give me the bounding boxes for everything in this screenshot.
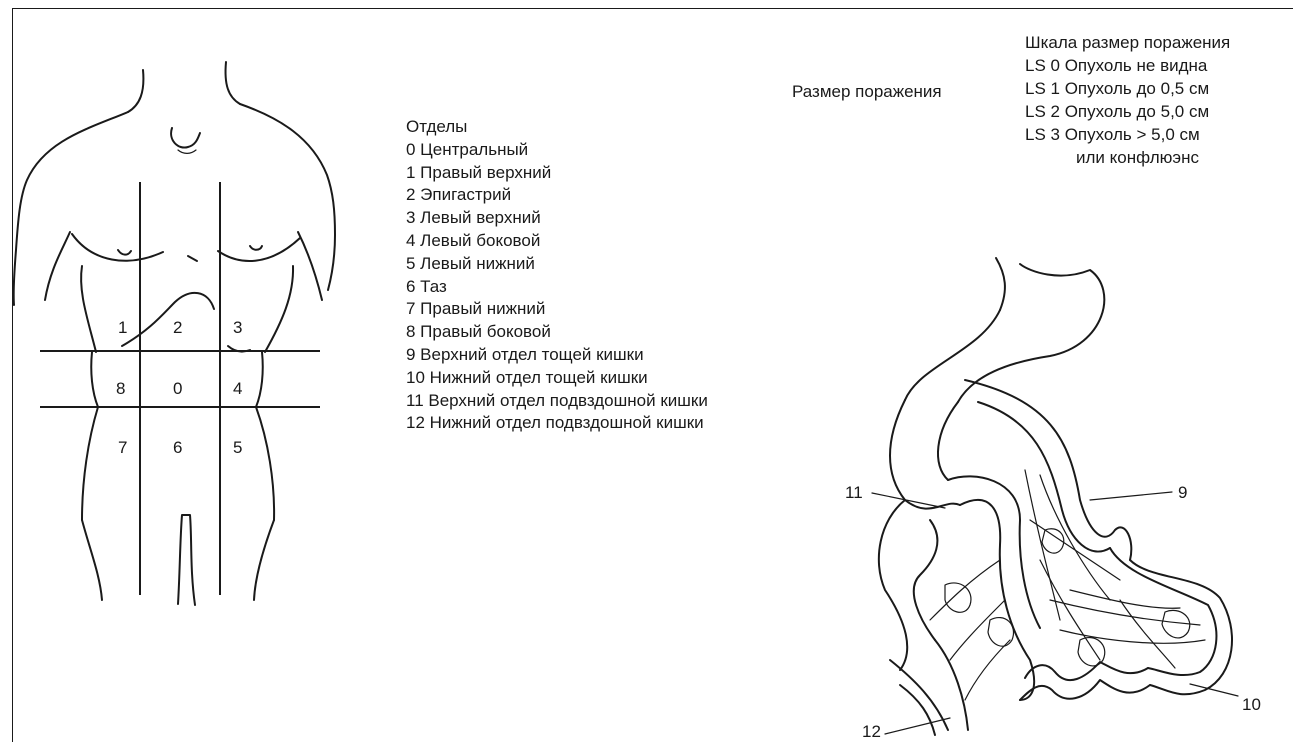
- callout-line-11: [872, 493, 945, 508]
- terminal-ileum-outer: [890, 660, 948, 730]
- left-nipple: [118, 250, 131, 255]
- mesentery-arcade: [988, 618, 1013, 647]
- mesentery-vessel: [1070, 590, 1180, 608]
- section-item: 10 Нижний отдел тощей кишки: [406, 367, 708, 390]
- lesion-size-label: Размер поражения: [792, 82, 942, 102]
- right-shoulder-arm: [240, 104, 335, 290]
- mesentery-vessel: [1050, 600, 1200, 625]
- lesion-scale-item: LS 2 Опухоль до 5,0 см: [1025, 100, 1230, 123]
- region-number: 6: [173, 438, 182, 458]
- right-nipple: [250, 246, 262, 250]
- left-torso-side: [81, 266, 96, 352]
- neck-left: [128, 70, 143, 112]
- section-item: 11 Верхний отдел подвздошной кишки: [406, 390, 708, 413]
- right-leg: [254, 520, 274, 600]
- section-item: 3 Левый верхний: [406, 207, 708, 230]
- lesion-scale-item: LS 0 Опухоль не видна: [1025, 54, 1230, 77]
- mesentery-arcade: [945, 583, 971, 612]
- section-item: 8 Правый боковой: [406, 321, 708, 344]
- duodenum-inner: [938, 402, 958, 480]
- right-torso-side: [265, 266, 293, 352]
- left-leg: [82, 520, 102, 600]
- ileum-inner: [948, 476, 1040, 628]
- terminal-ileum-inner: [900, 685, 935, 735]
- sternal-notch: [171, 128, 200, 148]
- callout-label-10: 10: [1242, 695, 1261, 715]
- callout-label-12: 12: [862, 722, 881, 742]
- region-number: 1: [118, 318, 127, 338]
- right-inner-arm: [298, 232, 322, 300]
- section-item: 7 Правый нижний: [406, 298, 708, 321]
- left-flank: [91, 352, 98, 407]
- region-number: 3: [233, 318, 242, 338]
- mesentery-vessel: [1120, 600, 1175, 668]
- esophagus-left: [996, 258, 1005, 310]
- lesion-scale-title: Шкала размер поражения: [1025, 31, 1230, 54]
- jejunum-lower-inner: [1110, 548, 1216, 675]
- callout-line-9: [1090, 492, 1172, 500]
- section-item: 0 Центральный: [406, 139, 708, 162]
- section-item: 2 Эпигастрий: [406, 184, 708, 207]
- ileum-left-loop-inner: [914, 520, 938, 640]
- left-hip: [82, 407, 98, 520]
- neck-hollow: [178, 150, 196, 153]
- region-number: 5: [233, 438, 242, 458]
- ileum-left-loop-outer: [879, 500, 907, 670]
- section-item: 5 Левый нижний: [406, 253, 708, 276]
- section-item: 9 Верхний отдел тощей кишки: [406, 344, 708, 367]
- mesentery-vessel: [965, 640, 1010, 700]
- section-item: 12 Нижний отдел подвздошной кишки: [406, 412, 708, 435]
- right-hip: [256, 407, 274, 520]
- region-number: 7: [118, 438, 127, 458]
- region-number: 8: [116, 379, 125, 399]
- section-item: 6 Таз: [406, 276, 708, 299]
- esophagus-right: [958, 264, 1104, 402]
- section-item: 4 Левый боковой: [406, 230, 708, 253]
- sections-legend: Отделы 0 Центральный 1 Правый верхний 2 …: [406, 116, 708, 435]
- lesion-scale-item: LS 1 Опухоль до 0,5 см: [1025, 77, 1230, 100]
- region-number: 4: [233, 379, 242, 399]
- section-item: 1 Правый верхний: [406, 162, 708, 185]
- mesentery-vessel: [950, 600, 1005, 660]
- callout-label-9: 9: [1178, 483, 1187, 503]
- lesion-scale-legend: Шкала размер поражения LS 0 Опухоль не в…: [1025, 31, 1230, 169]
- sternum-mark: [188, 256, 197, 261]
- lesion-scale-item: LS 3 Опухоль > 5,0 см: [1025, 123, 1230, 146]
- neck-right: [226, 62, 240, 104]
- sections-title: Отделы: [406, 116, 708, 139]
- bottom-loops-outer: [1020, 680, 1150, 700]
- left-shoulder-arm: [14, 112, 128, 305]
- callout-line-12: [885, 718, 950, 734]
- lesion-scale-continuation: или конфлюэнс: [1025, 146, 1230, 169]
- region-number: 2: [173, 318, 182, 338]
- callout-label-11: 11: [845, 483, 863, 503]
- left-pectoral: [72, 234, 163, 261]
- left-inner-arm: [45, 232, 70, 300]
- genital-outline: [178, 515, 195, 605]
- rib-curve: [122, 293, 214, 346]
- callout-line-10: [1190, 684, 1238, 696]
- terminal-ileum-mid: [935, 640, 968, 730]
- right-flank: [256, 352, 263, 407]
- region-number: 0: [173, 379, 182, 399]
